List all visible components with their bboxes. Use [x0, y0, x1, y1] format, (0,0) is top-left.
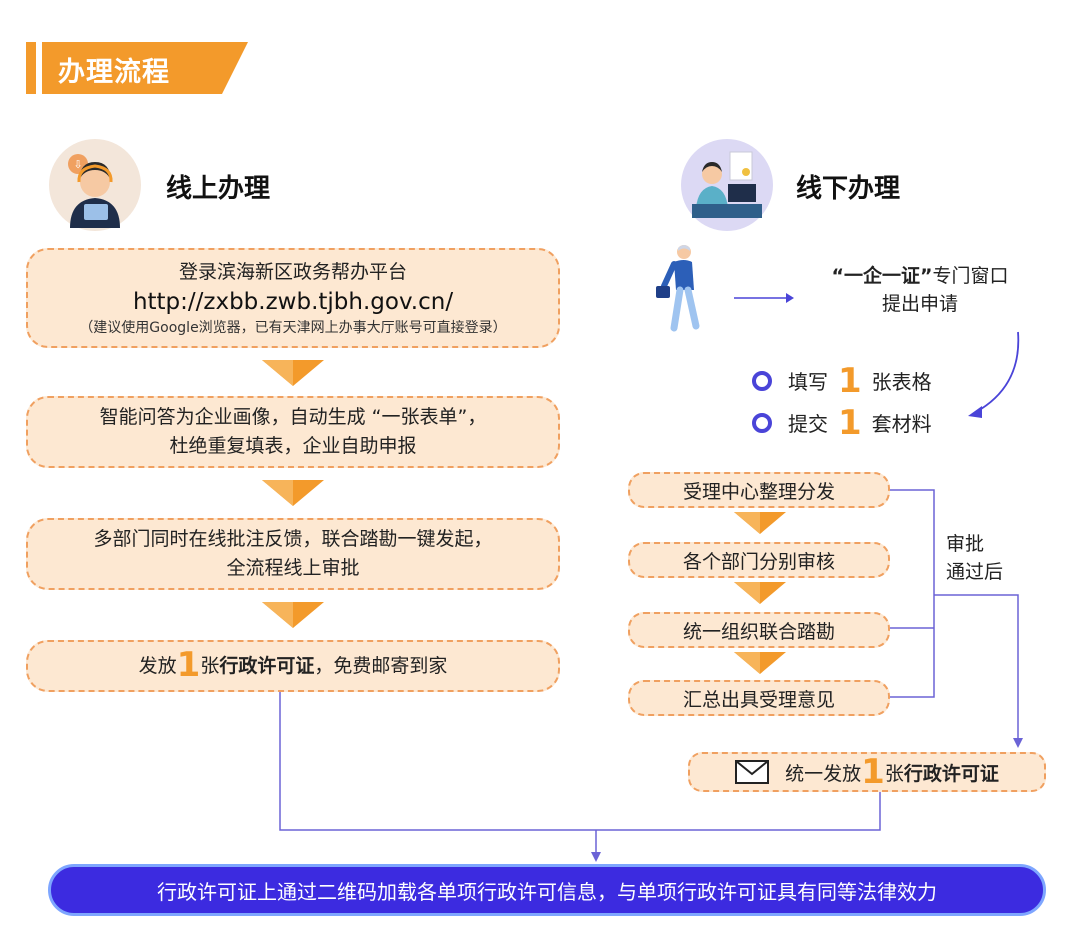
- flow-arrow-down: [734, 582, 786, 604]
- apply-text: 提出申请: [881, 293, 958, 315]
- header-banner: [26, 42, 248, 94]
- offline-step-site-survey: 统一组织联合踏勘: [628, 612, 890, 648]
- offline-issue-prefix: 统一发放: [785, 762, 862, 785]
- fill-number: 1: [838, 360, 862, 401]
- window-text: 专门窗口: [932, 265, 1009, 287]
- online-service-avatar: ⇩: [49, 139, 141, 231]
- window-apply-text: “一企一证”专门窗口 提出申请: [800, 262, 1040, 318]
- fill-post: 张表格: [871, 370, 932, 394]
- online-step-issue-license: 发放1张行政许可证，免费邮寄到家: [26, 640, 560, 692]
- walking-person-icon: [656, 245, 700, 332]
- approval-note: 审批 通过后: [946, 530, 1003, 586]
- flow-arrow-down: [734, 512, 786, 534]
- legal-effect-banner: 行政许可证上通过二维码加载各单项行政许可信息，与单项行政许可证具有同等法律效力: [48, 864, 1046, 916]
- approval-line2: 通过后: [946, 561, 1004, 583]
- submit-one-set: 提交 1 套材料: [752, 402, 932, 443]
- issue-mid: 张: [200, 655, 220, 677]
- approval-line1: 审批: [946, 533, 985, 555]
- fill-pre: 填写: [788, 370, 828, 394]
- flow-arrow-down: [734, 652, 786, 674]
- issue-number: 1: [176, 645, 201, 685]
- bullet-ring-icon: [752, 370, 772, 391]
- multi-dept-line1: 多部门同时在线批注反馈，联合踏勘一键发起，: [93, 528, 493, 550]
- header-title: 办理流程: [58, 57, 170, 88]
- flow-arrow-down: [262, 602, 324, 628]
- smart-qa-line2: 杜绝重复填表，企业自助申报: [169, 435, 417, 457]
- online-step-login: 登录滨海新区政务帮办平台 http://zxbb.zwb.tjbh.gov.cn…: [26, 248, 560, 348]
- submit-number: 1: [838, 402, 862, 443]
- issue-prefix: 发放: [138, 655, 177, 677]
- fill-one-form: 填写 1 张表格: [752, 360, 932, 401]
- flow-arrow-down: [262, 480, 324, 506]
- online-step-multi-dept: 多部门同时在线批注反馈，联合踏勘一键发起， 全流程线上审批: [26, 518, 560, 590]
- one-enterprise-quote: “一企一证”: [831, 265, 933, 287]
- offline-step-opinion: 汇总出具受理意见: [628, 680, 890, 716]
- multi-dept-line2: 全流程线上审批: [226, 557, 360, 579]
- issue-license-name: 行政许可证: [219, 655, 315, 677]
- svg-text:⇩: ⇩: [73, 158, 82, 171]
- offline-step-distribute: 受理中心整理分发: [628, 472, 890, 508]
- arrow-right-icon: [734, 293, 794, 303]
- login-platform-text: 登录滨海新区政务帮办平台: [178, 260, 407, 283]
- submit-pre: 提交: [788, 412, 828, 436]
- offline-step-review: 各个部门分别审核: [628, 542, 890, 578]
- offline-counter-avatar: [681, 139, 773, 231]
- offline-issue-mid: 张: [884, 762, 904, 785]
- offline-title: 线下办理: [796, 174, 901, 204]
- offline-issue-license-name: 行政许可证: [903, 762, 999, 785]
- submit-post: 套材料: [871, 412, 932, 436]
- issue-suffix: ，免费邮寄到家: [314, 655, 448, 677]
- smart-qa-line1: 智能问答为企业画像，自动生成 “一张表单”，: [99, 406, 487, 428]
- bullet-ring-icon: [752, 412, 772, 433]
- online-title: 线上办理: [166, 174, 271, 204]
- browser-note: （建议使用Google浏览器，已有天津网上办事大厅账号可直接登录）: [79, 319, 507, 336]
- offline-issue-number: 1: [861, 752, 885, 792]
- envelope-icon: [735, 760, 770, 784]
- online-step-smart-qa: 智能问答为企业画像，自动生成 “一张表单”， 杜绝重复填表，企业自助申报: [26, 396, 560, 468]
- platform-url[interactable]: http://zxbb.zwb.tjbh.gov.cn/: [132, 288, 454, 315]
- curved-arrow-icon: [968, 331, 1020, 418]
- flow-arrow-down: [262, 360, 324, 386]
